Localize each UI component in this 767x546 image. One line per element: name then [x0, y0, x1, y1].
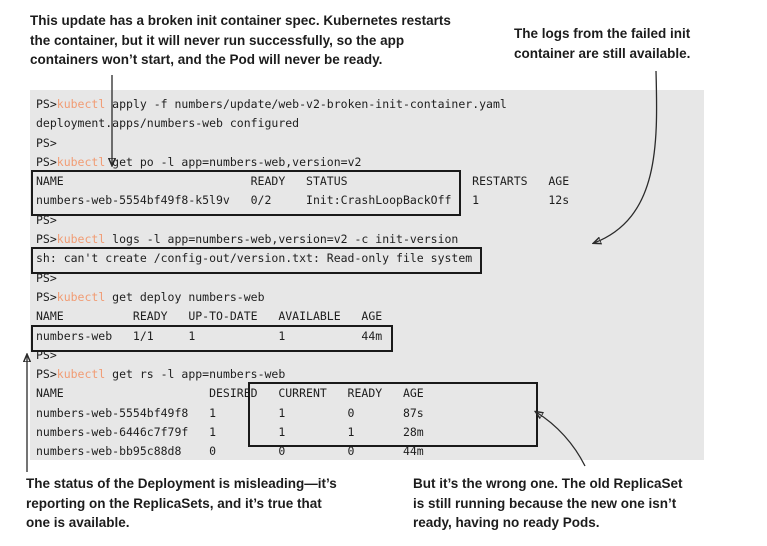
terminal-line: PS>kubectl get rs -l app=numbers-web [36, 367, 286, 382]
terminal-line: NAME DESIRED CURRENT READY AGE [36, 386, 424, 401]
terminal-line: PS>kubectl get po -l app=numbers-web,ver… [36, 154, 362, 169]
terminal-line: PS> [36, 347, 57, 362]
terminal-line: numbers-web-5554bf49f8 1 1 0 87s [36, 405, 424, 420]
callout-broken-init-container: This update has a broken init container … [30, 13, 451, 67]
terminal-line: PS> [36, 135, 57, 150]
kubectl-command-word: kubectl [56, 154, 106, 169]
terminal-line: PS> [36, 212, 57, 227]
terminal-line: NAME READY STATUS RESTARTS AGE [36, 174, 570, 189]
kubectl-command-word: kubectl [56, 97, 106, 111]
terminal-line: numbers-web-6446c7f79f 1 1 1 28m [36, 425, 424, 440]
terminal-line: deployment.apps/numbers-web configured [36, 116, 300, 131]
terminal-line: numbers-web 1/1 1 1 44m [36, 328, 383, 343]
terminal-line: numbers-web-bb95c88d8 0 0 0 44m [36, 444, 424, 459]
terminal-line: numbers-web-5554bf49f8-k5l9v 0/2 Init:Cr… [36, 193, 570, 208]
terminal-line: PS>kubectl apply -f numbers/update/web-v… [36, 97, 507, 111]
callout-init-logs-available: The logs from the failed init container … [514, 26, 691, 61]
kubectl-command-word: kubectl [56, 367, 106, 382]
terminal-line: sh: can't create /config-out/version.txt… [36, 251, 473, 266]
callout-deployment-status-misleading: The status of the Deployment is misleadi… [26, 476, 337, 530]
terminal-line: PS>kubectl get deploy numbers-web [36, 289, 265, 304]
kubectl-command-word: kubectl [56, 289, 106, 304]
powershell-terminal: PS>kubectl apply -f numbers/update/web-v… [30, 90, 704, 460]
callout-wrong-replicaset: But it’s the wrong one. The old ReplicaS… [413, 476, 683, 530]
kubectl-command-word: kubectl [56, 232, 106, 247]
terminal-output: PS>kubectl apply -f numbers/update/web-v… [30, 90, 569, 462]
terminal-line: PS> [36, 270, 57, 285]
terminal-line: PS>kubectl logs -l app=numbers-web,versi… [36, 232, 459, 247]
terminal-line: NAME READY UP-TO-DATE AVAILABLE AGE [36, 309, 383, 324]
